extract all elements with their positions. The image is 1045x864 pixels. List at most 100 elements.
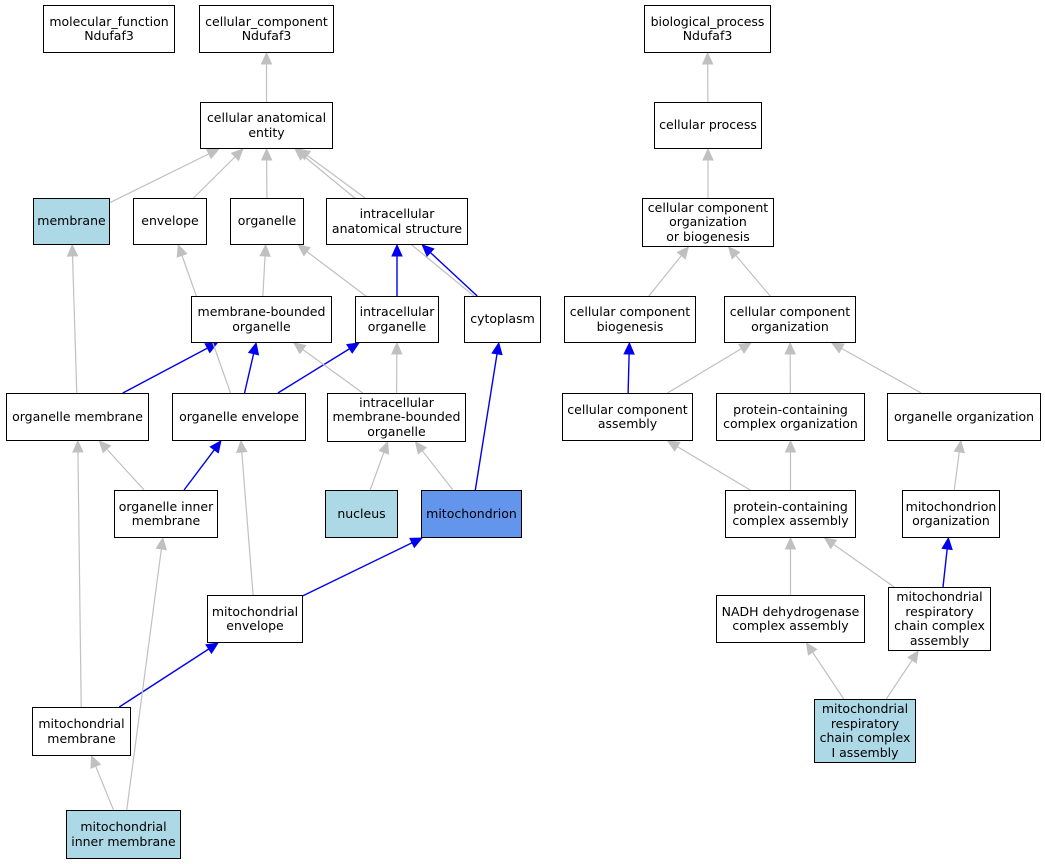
edge-line (942, 548, 948, 588)
edge-arrowhead (259, 243, 271, 257)
edge-intracellular_anatomical_structure-to-cellular_anatomical_entity (297, 148, 366, 199)
node-label-line: assembly (909, 632, 970, 648)
edge-line (306, 251, 367, 297)
node-label-line: organelle organization (893, 408, 1035, 424)
node-organelle-envelope[interactable]: organelle envelope (172, 393, 306, 441)
edge-arrowhead (391, 243, 403, 257)
node-label-line: biological_process (650, 13, 765, 29)
edge-arrowhead (701, 51, 714, 65)
edge-cc_assembly-to-cc_biogenesis (623, 341, 635, 394)
edge-mito_resp_chain_assembly-to-protein_complex_assembly (823, 537, 895, 588)
node-label-line: mitochondrial (80, 819, 167, 834)
node-label-line: membrane (47, 730, 116, 746)
edge-line (306, 155, 366, 199)
edge-arrowhead (953, 439, 966, 454)
edge-mitochondrial_envelope-to-mitochondrion (302, 537, 424, 597)
node-envelope[interactable]: envelope (133, 198, 207, 245)
edge-line (95, 765, 115, 811)
node-label-line: mitochondrial (821, 701, 909, 716)
edge-line (648, 255, 682, 297)
node-label-line: cellular component (729, 304, 851, 319)
edge-line (627, 353, 630, 394)
node-label-line: cellular process (659, 117, 757, 133)
node-label-line: cellular anatomical (206, 110, 327, 125)
edge-line (885, 659, 913, 700)
edge-line (953, 451, 960, 491)
edge-cellular_anatomical_entity-to-cellular_component (260, 51, 273, 102)
node-organelle[interactable]: organelle (230, 198, 304, 245)
node-label-line: envelope (141, 213, 199, 229)
edge-arrowhead (737, 342, 752, 354)
node-label-line: chain complex (894, 618, 985, 633)
node-label-line: biogenesis (596, 318, 664, 334)
edge-mito_resp_chain_assembly-to-mitochondrion_organization (941, 536, 953, 588)
edge-membrane-to-cellular_anatomical_entity (109, 148, 220, 204)
node-label-line: membrane (37, 213, 106, 229)
node-label-line: mitochondrial (896, 589, 983, 604)
edge-arrowhead (941, 536, 953, 551)
node-label-line: membrane-bounded (332, 409, 461, 425)
edge-mitochondrion_organization-to-organelle_organization (953, 439, 966, 491)
edge-mitochondrion-to-intracellular_mb_organelle (414, 441, 454, 491)
edge-mitochondrial_membrane-to-organelle_membrane (72, 439, 84, 708)
edge-arrowhead (784, 536, 797, 550)
node-organelle-organization[interactable]: organelle organization (887, 393, 1041, 441)
node-label-line: mitochondrion (905, 498, 997, 514)
edge-organelle_envelope-to-membrane_bounded_organelle (243, 341, 260, 394)
edge-organelle_envelope-to-intracellular_organelle (277, 342, 360, 394)
node-label-line: anatomical structure (331, 220, 463, 236)
edge-mito_resp_chain_I_assembly-to-nadh_complex_assembly (805, 641, 845, 700)
node-label-line: entity (248, 124, 285, 140)
edge-arrowhead (205, 642, 220, 655)
edge-protein_complex_assembly-to-cc_assembly (666, 440, 751, 491)
edge-membrane_bounded_organelle-to-organelle (259, 243, 271, 297)
node-mitochondrion[interactable]: mitochondrion (421, 490, 522, 538)
node-label-line: intracellular (359, 394, 434, 410)
edge-arrowhead (209, 440, 222, 454)
node-label-line: organelle envelope (179, 408, 299, 424)
edge-mito_resp_chain_I_assembly-to-mito_resp_chain_assembly (885, 649, 919, 700)
edge-arrowhead (784, 439, 797, 453)
node-label-line: intracellular (359, 304, 435, 319)
node-organelle-membrane[interactable]: organelle membrane (6, 393, 149, 441)
edge-arrowhead (623, 341, 635, 355)
edge-organelle_inner_membrane-to-organelle_envelope (183, 440, 222, 491)
node-label-line: intracellular (359, 206, 435, 221)
edge-arrowhead (155, 536, 168, 551)
node-cellular-process[interactable]: cellular process (654, 102, 762, 149)
edge-arrowhead (784, 341, 796, 355)
edge-line (735, 255, 771, 297)
node-label-line: organization (912, 513, 990, 528)
node-label-line: protein-containing (733, 401, 848, 417)
edge-line (841, 347, 922, 394)
node-membrane[interactable]: membrane (33, 198, 110, 245)
edge-cc_organization-to-cc_org_or_biogenesis (727, 246, 771, 297)
node-nucleus[interactable]: nucleus (325, 490, 398, 538)
node-cytoplasm[interactable]: cytoplasm (464, 296, 541, 343)
node-label-line: complex assembly (732, 513, 849, 528)
